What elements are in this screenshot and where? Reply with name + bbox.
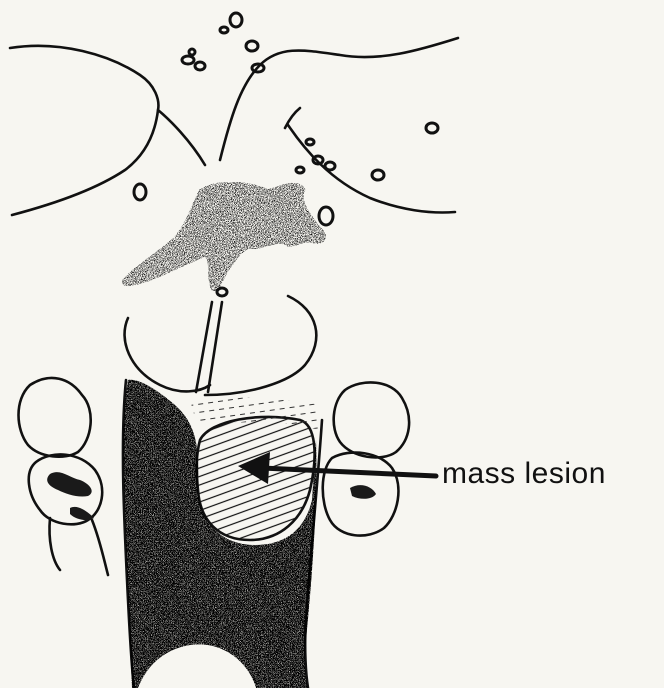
mass-lesion-label: mass lesion [442, 457, 606, 491]
right-tooth-mark [350, 485, 376, 499]
left-tooth-mark [47, 472, 92, 496]
left-tooth-root [49, 518, 108, 575]
skull-base-stippled-mass [122, 182, 325, 291]
left-upper-tooth [19, 378, 91, 457]
skull-base-right-lower [288, 125, 455, 212]
skull-base-right-inner [285, 108, 300, 128]
right-upper-tooth [334, 382, 409, 457]
mass-lesion-hatching [197, 417, 315, 540]
skull-base-right-outline [220, 38, 458, 160]
left-tooth-mark-lower [70, 507, 94, 520]
skull-base-left-outline [10, 46, 205, 165]
